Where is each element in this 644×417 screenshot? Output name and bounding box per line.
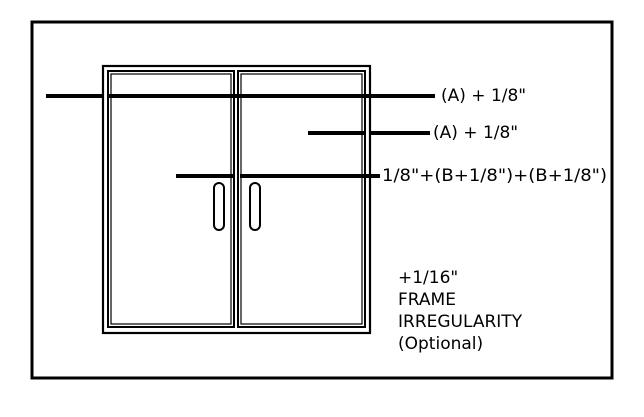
irregularity-note-line-2: FRAME: [398, 290, 456, 310]
left-door: [107, 70, 235, 328]
irregularity-note-line-3: IRREGULARITY: [398, 312, 523, 332]
left-door-inner-edge: [110, 73, 232, 325]
center-gap-label: 1/8"+(B+1/8")+(B+1/8"): [382, 166, 607, 186]
cabinet-frame-outer: [101, 64, 372, 335]
irregularity-note-line-1: +1/16": [398, 268, 458, 288]
top-clearance-label: (A) + 1/8": [441, 86, 526, 106]
irregularity-note-line-4: (Optional): [398, 334, 483, 354]
right-clearance-label: (A) + 1/8": [433, 123, 518, 143]
left-door-handle: [213, 182, 225, 231]
drawing-border: [30, 20, 614, 380]
right-door: [237, 70, 366, 328]
right-door-handle: [249, 182, 261, 231]
right-door-inner-edge: [240, 73, 363, 325]
